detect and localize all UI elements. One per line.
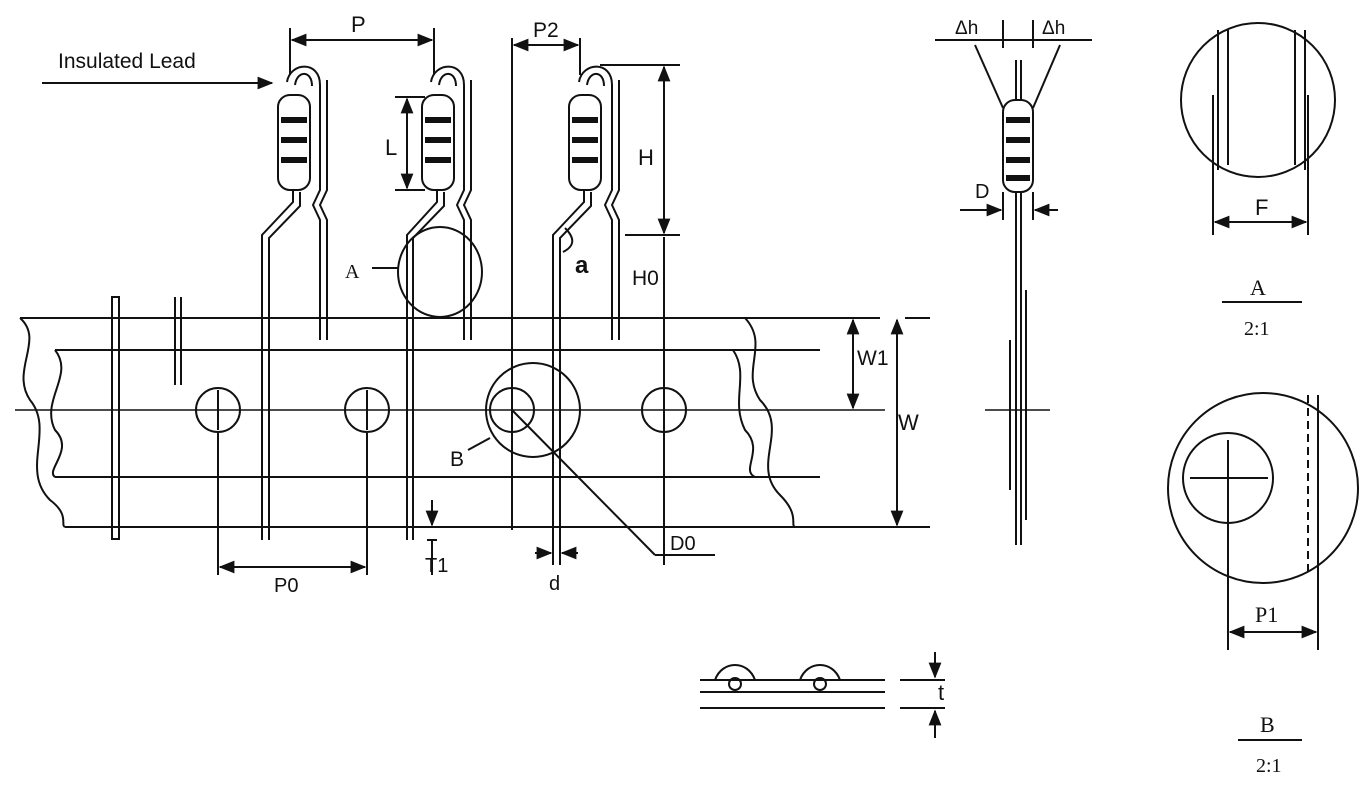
label-d0: D0: [670, 533, 696, 555]
label-w1: W1: [857, 347, 889, 370]
label-t: t: [938, 680, 944, 705]
label-detail-a-ref: A: [345, 261, 360, 283]
label-t1: T1: [425, 555, 448, 577]
label-delta-h-right: Δh: [1042, 18, 1065, 39]
label-d-body: D: [975, 181, 989, 203]
resistor-1: [261, 65, 328, 540]
detail-a: [1180, 22, 1336, 303]
label-detail-b-ref: B: [450, 448, 464, 471]
detail-b-scale: 2:1: [1256, 755, 1282, 777]
label-f: F: [1255, 195, 1268, 220]
label-h0: H0: [632, 267, 659, 290]
detail-b: [1167, 392, 1359, 741]
label-p1: P1: [1255, 602, 1278, 627]
label-l: L: [385, 135, 397, 160]
label-a-angle: a: [575, 252, 589, 279]
carrier-tape: [15, 317, 930, 528]
label-delta-h-left: Δh: [955, 18, 978, 39]
label-d-wire: d: [549, 573, 560, 595]
lead-stubs-left: [111, 296, 182, 540]
detail-a-letter: A: [1250, 275, 1266, 300]
label-p2: P2: [533, 19, 559, 42]
label-w: W: [898, 410, 919, 435]
side-view: [935, 20, 1092, 545]
resistor-2: [406, 65, 472, 540]
tape-thickness-detail: [700, 652, 945, 738]
detail-a-circle: [397, 226, 483, 318]
detail-b-letter: B: [1260, 712, 1275, 737]
detail-a-scale: 2:1: [1244, 318, 1270, 340]
label-p0: P0: [274, 575, 298, 597]
label-h: H: [638, 145, 654, 170]
label-p: P: [351, 12, 366, 37]
label-insulated-lead: Insulated Lead: [58, 50, 196, 73]
dimension-labels: Insulated Lead P P2 L H H0 a A B W1 W D0…: [58, 12, 1282, 777]
resistor-3: [552, 65, 620, 540]
